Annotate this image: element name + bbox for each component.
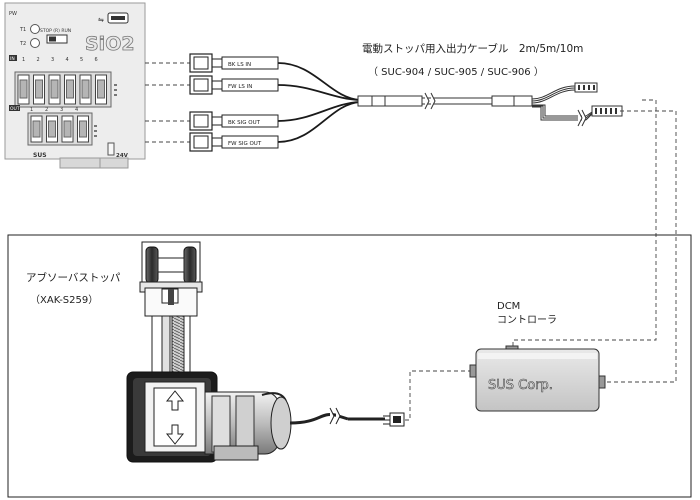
t2-trimmer[interactable] — [30, 38, 40, 48]
signal-connector[interactable]: BK SIG OUT — [189, 111, 279, 131]
out-terminal-number: 3 — [60, 107, 63, 113]
terminal-lever — [79, 120, 87, 138]
connector-label: BK LS IN — [228, 62, 251, 68]
in-terminal-number: 5 — [80, 57, 83, 63]
terminal-lever — [63, 120, 72, 138]
arrow-down-icon — [165, 424, 185, 445]
io-cable: 電動ストッパ用入出力ケーブル 2m/5m/10m （ SUC-904 / SUC… — [189, 42, 623, 152]
cable-models: （ SUC-904 / SUC-905 / SUC-906 ） — [368, 66, 544, 78]
dcm-controller: DCM コントローラ SUS Corp. — [469, 301, 606, 412]
terminal-lever — [32, 120, 41, 138]
stopper-name: アブソーバストッパ — [26, 271, 121, 284]
dcm-brand: SUS Corp. — [488, 378, 553, 393]
power-terminal[interactable] — [107, 142, 115, 156]
cable-connector-4pin[interactable] — [574, 82, 598, 93]
in-terminal-number: 2 — [37, 57, 40, 63]
terminal-lever — [97, 79, 105, 99]
in-terminal-number: 6 — [95, 57, 98, 63]
connector-label: BK SIG OUT — [228, 120, 261, 126]
terminal-lever — [81, 79, 90, 99]
usb-icon: ⇋ — [98, 16, 104, 24]
brand-label: SUS — [33, 152, 47, 159]
in-terminal-number: 1 — [22, 57, 25, 63]
controller-leaders — [403, 99, 677, 421]
in-terminal-number: 3 — [51, 57, 54, 63]
mode-switch[interactable] — [46, 34, 68, 44]
signal-connector[interactable]: FW LS IN — [189, 75, 279, 95]
sio2-module: PW T1 T2 STOP (R) RUN ⇋ SiO2 IN 1 2 3 4 5 6 O… — [4, 2, 146, 169]
arrow-up-icon — [165, 390, 185, 411]
model-logo: SiO2 — [85, 33, 135, 55]
actuator-section-frame — [7, 234, 692, 498]
terminal-lever — [35, 79, 43, 99]
cable-title: 電動ストッパ用入出力ケーブル 2m/5m/10m — [362, 42, 583, 55]
terminal-lever — [19, 79, 28, 99]
terminal-lever — [66, 79, 74, 99]
out-terminal-number: 4 — [75, 107, 78, 113]
out-terminal-number: 1 — [30, 107, 33, 113]
terminal-lever — [50, 79, 59, 99]
t1-trimmer[interactable] — [30, 24, 40, 34]
stopper-model: （XAK-S259） — [30, 294, 98, 306]
signal-connector[interactable]: BK LS IN — [189, 53, 279, 73]
terminal-lever — [48, 120, 56, 138]
in-terminal-number: 4 — [66, 57, 69, 63]
mode-label: STOP (R) RUN — [40, 28, 71, 34]
out-terminal-number: 2 — [45, 107, 48, 113]
pw-label: PW — [9, 11, 17, 17]
absorber-stopper — [126, 241, 405, 463]
in-label: IN — [10, 56, 15, 62]
t2-label: T2 — [19, 41, 26, 47]
dcm-label-line2: コントローラ — [497, 314, 557, 326]
dcm-label-line1: DCM — [497, 301, 520, 312]
connector-label: FW SIG OUT — [228, 141, 262, 147]
t1-label: T1 — [19, 27, 26, 33]
power-label: 24V — [116, 153, 129, 159]
signal-leaders — [145, 62, 192, 143]
signal-connector[interactable]: FW SIG OUT — [189, 132, 279, 152]
connector-label: FW LS IN — [228, 84, 252, 90]
out-label: OUT — [10, 106, 20, 112]
